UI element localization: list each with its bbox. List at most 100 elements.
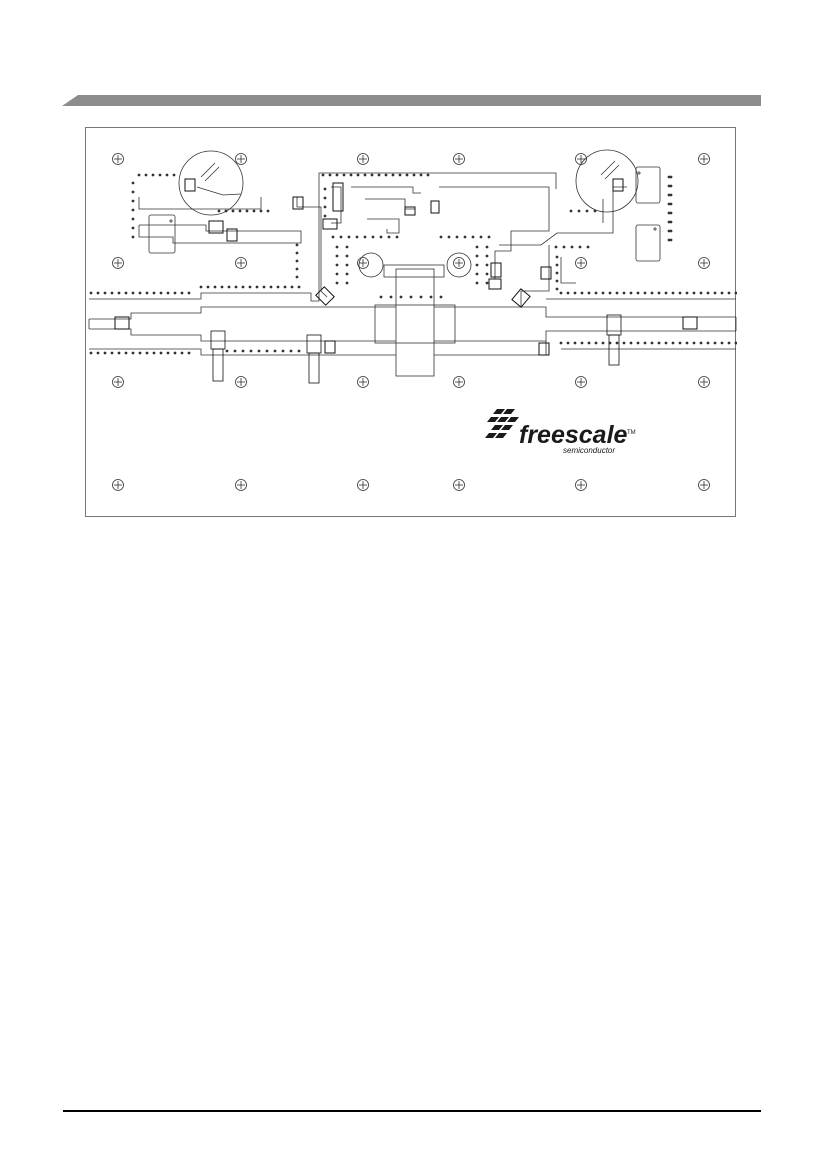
via — [447, 235, 451, 239]
via — [667, 220, 671, 224]
via — [151, 173, 155, 177]
via — [669, 184, 673, 188]
via — [573, 291, 577, 295]
via — [283, 285, 287, 289]
via — [555, 263, 559, 267]
via — [217, 209, 221, 213]
via — [131, 190, 135, 194]
freescale-mark — [485, 409, 519, 438]
via — [323, 214, 327, 218]
via — [685, 291, 689, 295]
via — [379, 235, 383, 239]
via — [159, 351, 163, 355]
via — [295, 267, 299, 271]
via — [667, 184, 671, 188]
via — [252, 209, 256, 213]
mounting-hole — [453, 257, 465, 269]
via — [331, 235, 335, 239]
via — [419, 295, 423, 299]
via — [667, 193, 671, 197]
via — [295, 251, 299, 255]
via — [471, 235, 475, 239]
via — [593, 209, 597, 213]
pcb-layout-figure: freescale TM semiconductor — [85, 127, 737, 517]
via — [586, 245, 590, 249]
via — [587, 341, 591, 345]
via — [187, 351, 191, 355]
via — [297, 349, 301, 353]
mounting-hole — [575, 257, 587, 269]
via — [669, 211, 673, 215]
via — [569, 209, 573, 213]
mounting-hole — [112, 376, 124, 388]
via — [622, 341, 626, 345]
via — [158, 173, 162, 177]
via — [667, 211, 671, 215]
mounting-hole — [453, 376, 465, 388]
via — [577, 209, 581, 213]
via — [706, 341, 710, 345]
via — [570, 245, 574, 249]
via — [349, 173, 353, 177]
via — [339, 235, 343, 239]
mounting-hole — [575, 376, 587, 388]
via — [199, 285, 203, 289]
via — [669, 175, 673, 179]
via — [615, 291, 619, 295]
mounting-hole — [357, 376, 369, 388]
via — [152, 351, 156, 355]
via — [124, 291, 128, 295]
via — [650, 291, 654, 295]
via — [667, 175, 671, 179]
via — [643, 341, 647, 345]
via — [455, 235, 459, 239]
via — [370, 173, 374, 177]
via — [345, 245, 349, 249]
via — [356, 173, 360, 177]
footer-rule — [63, 1110, 761, 1112]
via — [585, 209, 589, 213]
via — [727, 291, 731, 295]
via — [248, 285, 252, 289]
via — [734, 341, 737, 345]
mounting-hole — [235, 376, 247, 388]
via — [387, 235, 391, 239]
via — [377, 173, 381, 177]
via — [678, 291, 682, 295]
via — [562, 245, 566, 249]
via — [213, 285, 217, 289]
via — [138, 351, 142, 355]
via — [281, 349, 285, 353]
via — [559, 341, 563, 345]
via — [671, 341, 675, 345]
via — [580, 291, 584, 295]
via — [165, 173, 169, 177]
via — [323, 205, 327, 209]
via — [601, 291, 605, 295]
via — [475, 245, 479, 249]
via — [323, 196, 327, 200]
via — [566, 291, 570, 295]
via — [479, 235, 483, 239]
via — [650, 341, 654, 345]
via — [233, 349, 237, 353]
via — [295, 243, 299, 247]
via — [559, 291, 563, 295]
via — [699, 341, 703, 345]
via — [110, 351, 114, 355]
via — [643, 291, 647, 295]
mounting-holes — [112, 153, 710, 491]
via — [664, 291, 668, 295]
mounting-hole — [698, 153, 710, 165]
via — [475, 272, 479, 276]
mounting-hole — [235, 257, 247, 269]
via — [463, 235, 467, 239]
via — [131, 226, 135, 230]
via — [345, 281, 349, 285]
header-bar — [62, 95, 761, 106]
via — [678, 341, 682, 345]
via — [485, 263, 489, 267]
via — [249, 349, 253, 353]
mounting-hole — [575, 479, 587, 491]
via — [485, 245, 489, 249]
